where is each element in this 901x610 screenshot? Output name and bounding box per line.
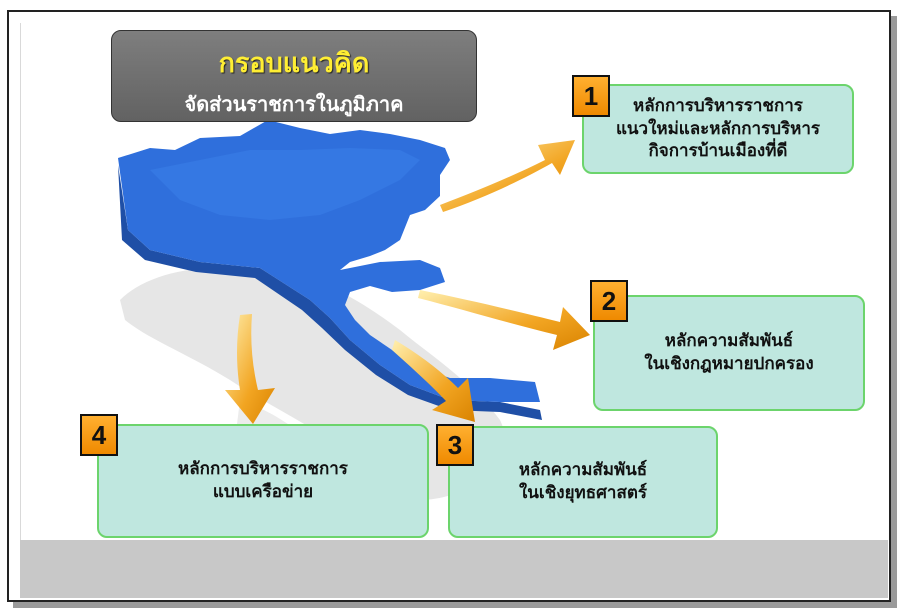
title-main: กรอบแนวคิด — [218, 48, 370, 79]
concept-box-4-line-2: แบบเครือข่าย — [212, 482, 314, 502]
map-highlight — [150, 148, 420, 220]
bottom-band — [20, 540, 888, 598]
number-badge-4: 4 — [80, 414, 118, 456]
concept-box-4: หลักการบริหารราชการ แบบเครือข่าย — [97, 424, 429, 538]
number-badge-2: 2 — [590, 280, 628, 322]
title-subtitle: จัดส่วนราชการในภูมิภาค — [184, 92, 404, 116]
concept-box-1-line-1: หลักการบริหารราชการ — [633, 95, 803, 116]
arrow-to-box-1 — [440, 140, 575, 212]
concept-box-1-line-2: แนวใหม่และหลักการบริหาร — [615, 118, 821, 139]
arrow-to-box-3 — [392, 340, 475, 422]
title-box: กรอบแนวคิด จัดส่วนราชการในภูมิภาค — [111, 30, 477, 122]
concept-box-1-line-3: กิจการบ้านเมืองที่ดี — [648, 141, 788, 162]
number-badge-3: 3 — [436, 424, 474, 466]
arrow-to-box-4 — [225, 314, 275, 424]
concept-box-3-line-2: ในเชิงยุทธศาสตร์ — [519, 483, 647, 503]
concept-box-3-line-1: หลักความสัมพันธ์ — [518, 460, 648, 481]
concept-box-1: หลักการบริหารราชการ แนวใหม่และหลักการบริ… — [582, 84, 854, 174]
concept-box-2: หลักความสัมพันธ์ ในเชิงกฎหมายปกครอง — [593, 295, 865, 411]
slide-left-line — [20, 23, 21, 540]
concept-box-2-line-1: หลักความสัมพันธ์ — [664, 331, 794, 352]
concept-box-3: หลักความสัมพันธ์ ในเชิงยุทธศาสตร์ — [448, 426, 718, 538]
concept-box-2-line-2: ในเชิงกฎหมายปกครอง — [644, 354, 814, 374]
arrow-to-box-2 — [418, 290, 590, 350]
concept-box-4-line-1: หลักการบริหารราชการ — [178, 459, 348, 480]
number-badge-1: 1 — [572, 75, 610, 117]
